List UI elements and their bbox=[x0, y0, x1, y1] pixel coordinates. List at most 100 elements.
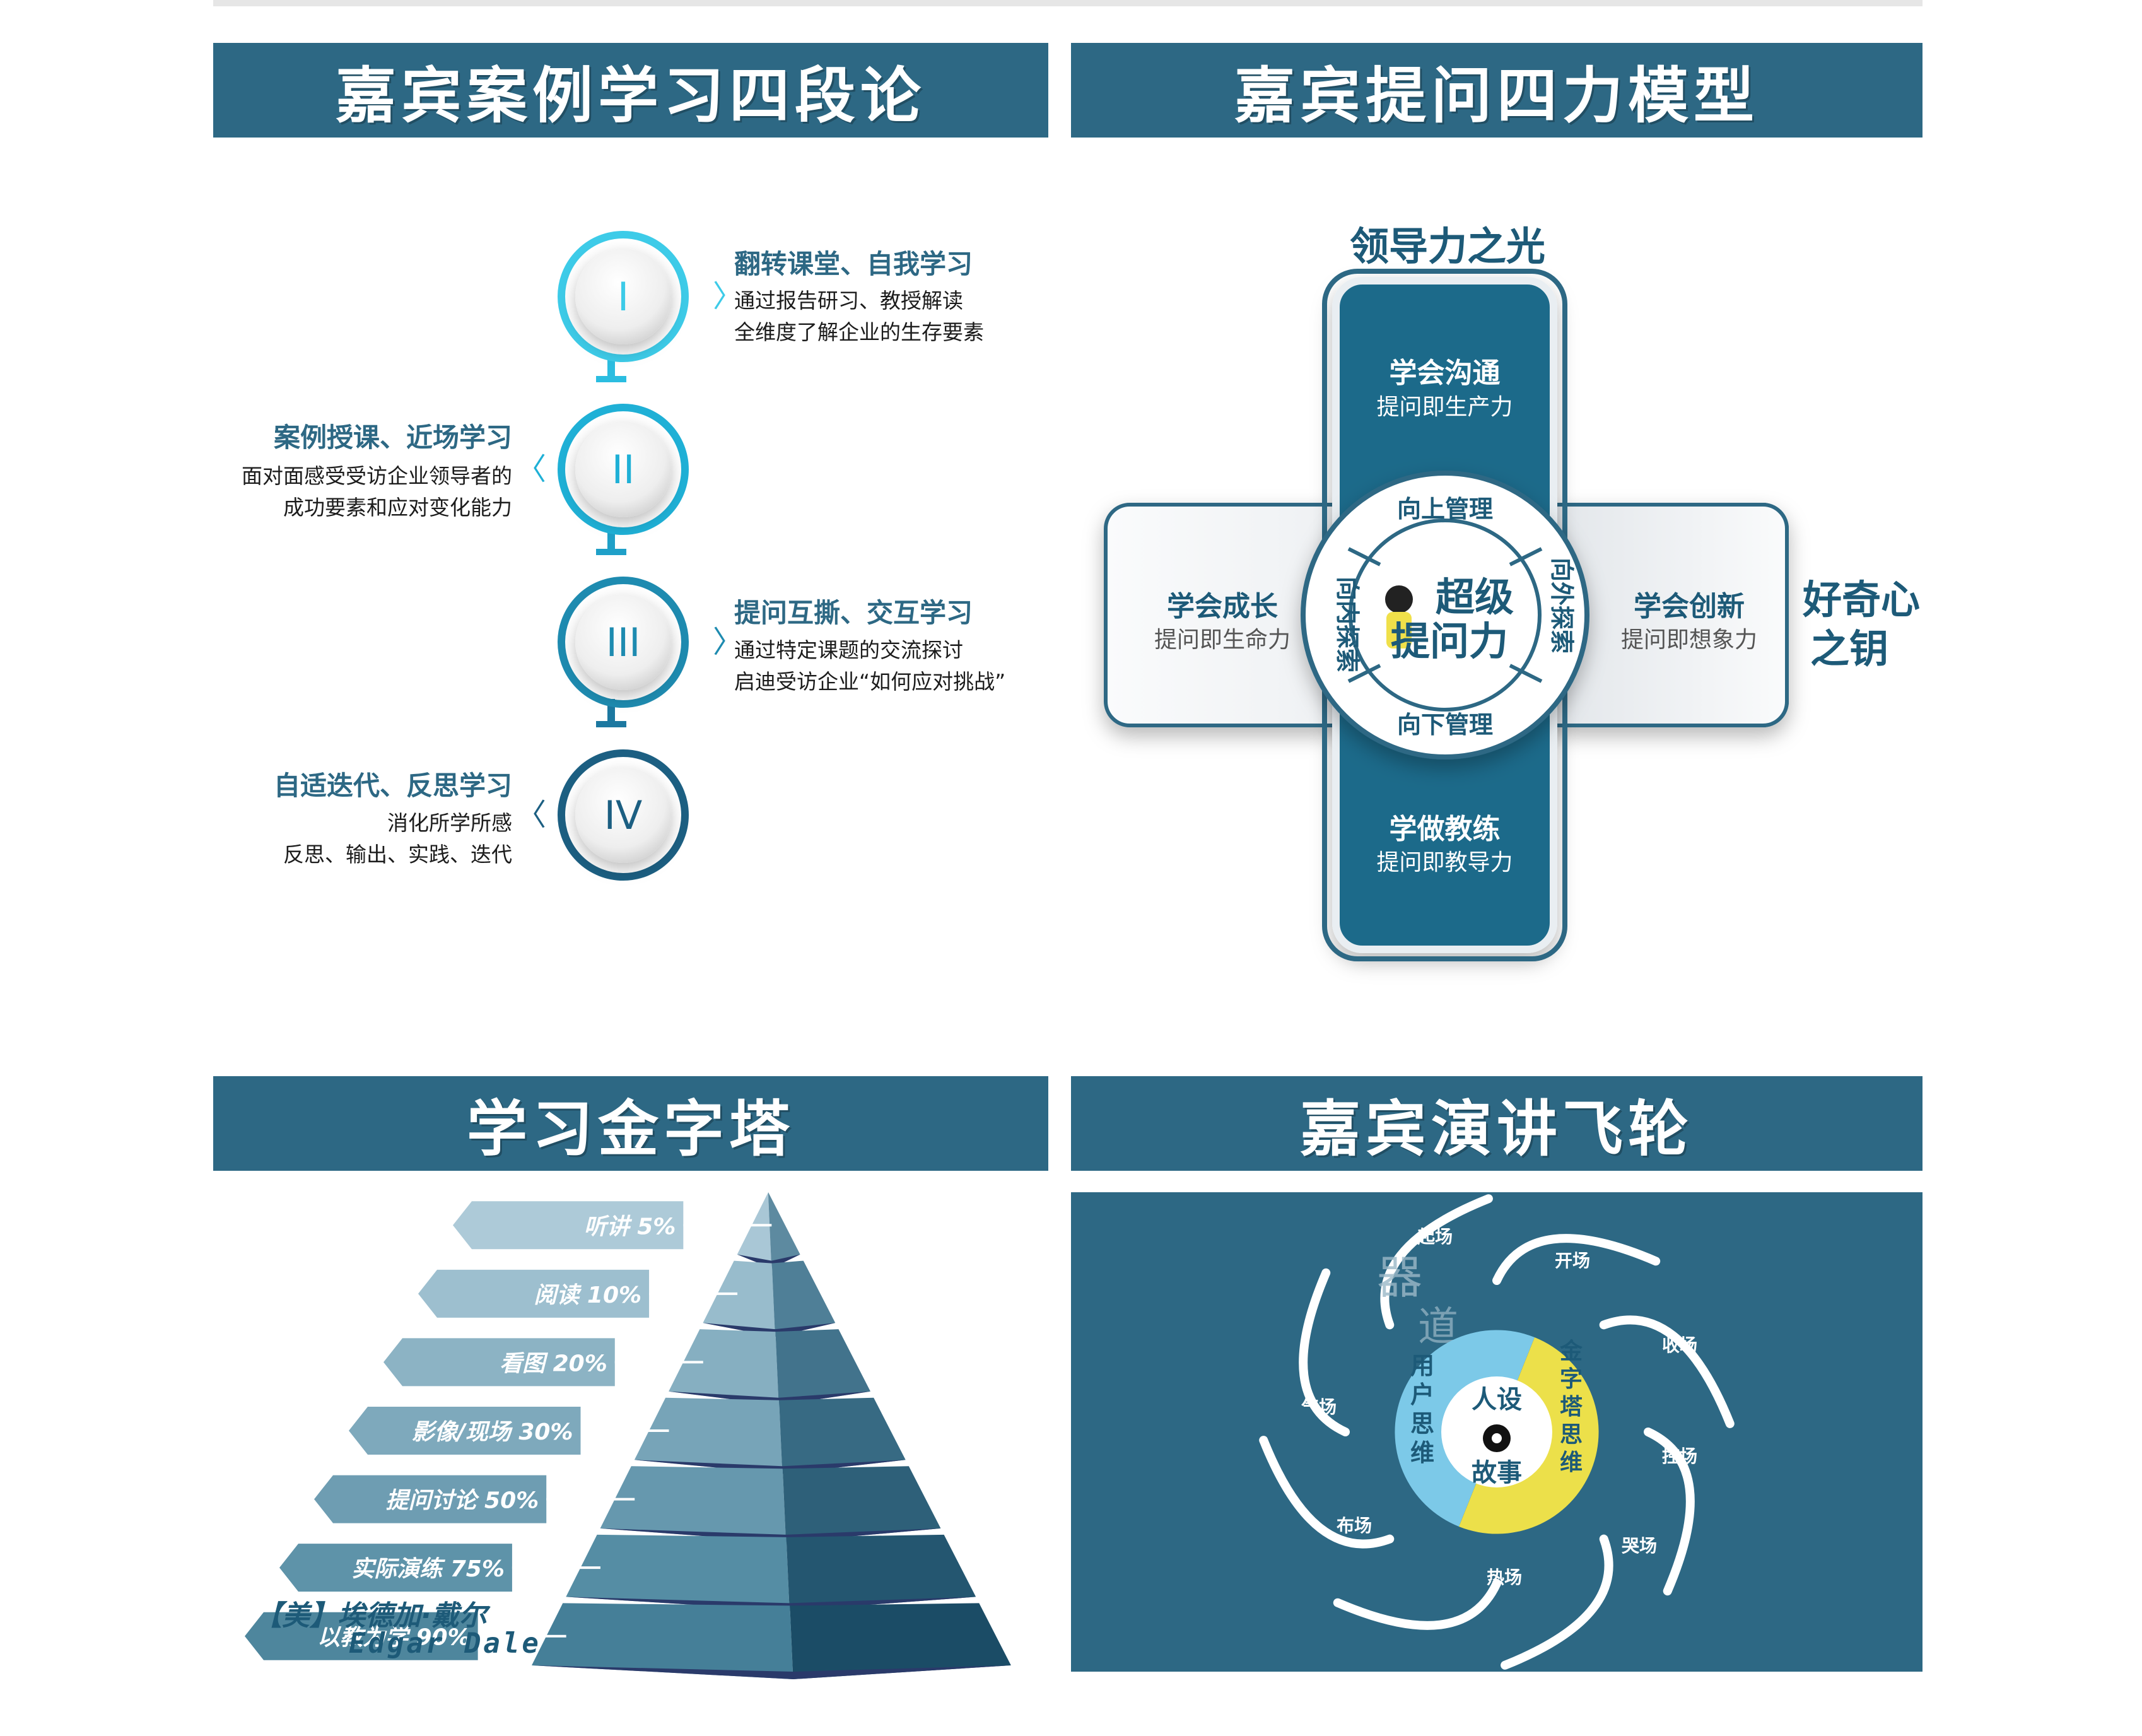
step-line: 反思、输出、实践、迭代 bbox=[283, 842, 512, 867]
flywheel-stage-5: 哭场 bbox=[1622, 1535, 1657, 1556]
pyramid-level-text: 提问讨论 50% bbox=[386, 1488, 539, 1514]
flywheel-graphic: 起场开场收场控场哭场热场布场气场器道术人设故事用户思维金字塔思维 bbox=[1259, 1194, 1735, 1670]
flywheel-blade bbox=[1644, 1428, 1695, 1596]
step-line: 成功要素和应对变化能力 bbox=[283, 495, 512, 520]
ring-label-down: 向下管理 bbox=[1397, 711, 1493, 739]
chevron-right-icon: 〉 bbox=[713, 625, 743, 660]
leadership-label: 领导力之光 bbox=[1350, 223, 1546, 269]
pyramid-label-7: 以教为学 90% bbox=[245, 1612, 566, 1660]
flywheel-blade bbox=[1259, 1436, 1395, 1549]
step-numeral-4: IV bbox=[604, 792, 643, 838]
center-bottom-text: 故事 bbox=[1472, 1458, 1522, 1487]
right-segment-label: 金字塔思维 bbox=[1559, 1338, 1583, 1475]
flywheel-title: 嘉宾演讲飞轮 bbox=[1071, 1076, 1923, 1171]
pyramid-label-2: 阅读 10% bbox=[418, 1269, 738, 1318]
ring-label-out: 向外探索 bbox=[1548, 558, 1576, 654]
step-title-1: 翻转课堂、自我学习 bbox=[734, 249, 973, 279]
step-line: 启迪受访企业“如何应对挑战” bbox=[734, 669, 1006, 694]
four-stage-rings: I II III IV 〉 〈 〉 〈 bbox=[516, 231, 743, 881]
pyramid-level-3 bbox=[669, 1329, 871, 1405]
pyramid-level-text: 听讲 5% bbox=[584, 1214, 676, 1240]
bottom-block-title: 学做教练 bbox=[1389, 813, 1501, 845]
pyramid-level-5 bbox=[600, 1466, 941, 1542]
pyramid-label-4: 影像/现场 30% bbox=[349, 1407, 669, 1455]
eye-pupil bbox=[1492, 1433, 1502, 1443]
step-title-2: 案例授课、近场学习 bbox=[273, 422, 512, 453]
four-stage-diagram: I II III IV 〉 〈 〉 〈 翻转课堂、自我学习 通过报告研习、教授解… bbox=[213, 189, 1048, 896]
author-en: Edgar Dale bbox=[349, 1628, 541, 1660]
flywheel-blade bbox=[1492, 1234, 1661, 1285]
step-line: 面对面感受受访企业领导者的 bbox=[242, 464, 512, 488]
step-ring-1 bbox=[558, 231, 689, 362]
step-ring-2 bbox=[558, 404, 689, 535]
step-line: 通过报告研习、教授解读 bbox=[734, 288, 963, 313]
flywheel-blade bbox=[1380, 1194, 1493, 1330]
pyramid-level-6 bbox=[566, 1534, 976, 1611]
faint-word: 器 bbox=[1377, 1251, 1422, 1304]
author-cn: 【美】埃德加·戴尔 bbox=[254, 1600, 487, 1632]
chevron-left-icon: 〈 bbox=[516, 452, 546, 487]
flywheel-stage-4: 控场 bbox=[1662, 1446, 1697, 1467]
pyramid-level-7 bbox=[532, 1603, 1011, 1679]
pyramid-level-text: 影像/现场 30% bbox=[412, 1419, 573, 1445]
pyramid-level-4 bbox=[634, 1397, 906, 1474]
flywheel-stage-1: 起场 bbox=[1417, 1226, 1453, 1247]
left-segment-label: 用户思维 bbox=[1410, 1352, 1434, 1467]
flywheel-stage-2: 开场 bbox=[1555, 1250, 1590, 1271]
step-numeral-1: I bbox=[617, 274, 629, 320]
flywheel-stage-3: 收场 bbox=[1662, 1335, 1697, 1356]
flywheel-blade bbox=[1299, 1268, 1350, 1436]
left-block-title: 学会成长 bbox=[1167, 590, 1278, 623]
four-stage-title: 嘉宾案例学习四段论 bbox=[213, 43, 1048, 138]
pyramid-label-5: 提问讨论 50% bbox=[314, 1475, 635, 1523]
step-line: 通过特定课题的交流探讨 bbox=[734, 638, 963, 662]
logo-line-1: 超级 bbox=[1436, 574, 1514, 620]
flywheel-diagram: 起场开场收场控场哭场热场布场气场器道术人设故事用户思维金字塔思维 bbox=[1071, 1192, 1923, 1672]
step-line: 全维度了解企业的生存要素 bbox=[734, 320, 984, 344]
chevron-right-icon: 〉 bbox=[713, 279, 743, 314]
pyramid-level-text: 阅读 10% bbox=[534, 1282, 641, 1308]
step-ring-3 bbox=[558, 577, 689, 708]
pyramid-level-text: 以教为学 90% bbox=[317, 1625, 471, 1651]
step-line: 消化所学所感 bbox=[387, 811, 512, 835]
flywheel-blade bbox=[1501, 1534, 1613, 1670]
super-question-logo: 超级 提问力 bbox=[1385, 574, 1514, 664]
step-title-3: 提问互撕、交互学习 bbox=[734, 597, 973, 628]
center-top-text: 人设 bbox=[1472, 1385, 1522, 1414]
four-power-title: 嘉宾提问四力模型 bbox=[1071, 43, 1923, 138]
pyramid-graphic: 听讲 5% 阅读 10% 看图 20% 影像/现场 30% 提问讨论 50% 实际演练 7… bbox=[245, 1192, 1011, 1679]
top-block-sub: 提问即生产力 bbox=[1376, 394, 1513, 420]
ring-label-in: 向内探索 bbox=[1333, 577, 1361, 672]
learning-pyramid: 听讲 5% 阅读 10% 看图 20% 影像/现场 30% 提问讨论 50% 实际演练 7… bbox=[213, 1186, 1048, 1691]
logo-line-2: 提问力 bbox=[1391, 618, 1508, 664]
bottom-block-sub: 提问即教导力 bbox=[1376, 850, 1513, 876]
pyramid-level-2 bbox=[703, 1260, 836, 1337]
left-block-sub: 提问即生命力 bbox=[1154, 627, 1290, 653]
pyramid-level-1 bbox=[737, 1192, 800, 1269]
cross-diagram: 向上管理 向下管理 向内探索 向外探索 超级 提问力 bbox=[1104, 269, 1789, 961]
flywheel-stage-6: 热场 bbox=[1487, 1567, 1522, 1588]
pyramid-level-text: 看图 20% bbox=[500, 1351, 607, 1376]
curiosity-label-line2: 之钥 bbox=[1810, 626, 1889, 672]
pyramid-level-text: 实际演练 75% bbox=[351, 1556, 505, 1582]
right-block-title: 学会创新 bbox=[1634, 590, 1745, 623]
flywheel-blade bbox=[1599, 1315, 1735, 1428]
right-block-sub: 提问即想象力 bbox=[1620, 627, 1757, 653]
chevron-left-icon: 〈 bbox=[516, 797, 546, 833]
flywheel-stage-8: 气场 bbox=[1301, 1397, 1337, 1417]
pyramid-label-1: 听讲 5% bbox=[453, 1201, 772, 1250]
ring-label-up: 向上管理 bbox=[1397, 495, 1493, 523]
step-numeral-2: II bbox=[612, 447, 635, 493]
top-block-title: 学会沟通 bbox=[1389, 357, 1501, 389]
pyramid-label-3: 看图 20% bbox=[383, 1338, 703, 1387]
step-numeral-3: III bbox=[606, 619, 641, 666]
pyramid-title: 学习金字塔 bbox=[213, 1076, 1048, 1171]
step-title-4: 自适迭代、反思学习 bbox=[273, 770, 512, 801]
step-ring-4 bbox=[558, 749, 689, 881]
four-power-diagram: 向上管理 向下管理 向内探索 向外探索 超级 提问力 领导力之光 好奇心 之钥 … bbox=[1071, 189, 1923, 1009]
top-divider bbox=[213, 0, 1923, 6]
flywheel-stage-7: 布场 bbox=[1337, 1515, 1372, 1536]
curiosity-label-line1: 好奇心 bbox=[1803, 577, 1921, 623]
pyramid-label-6: 实际演练 75% bbox=[279, 1544, 600, 1592]
flywheel-blade bbox=[1333, 1579, 1501, 1630]
